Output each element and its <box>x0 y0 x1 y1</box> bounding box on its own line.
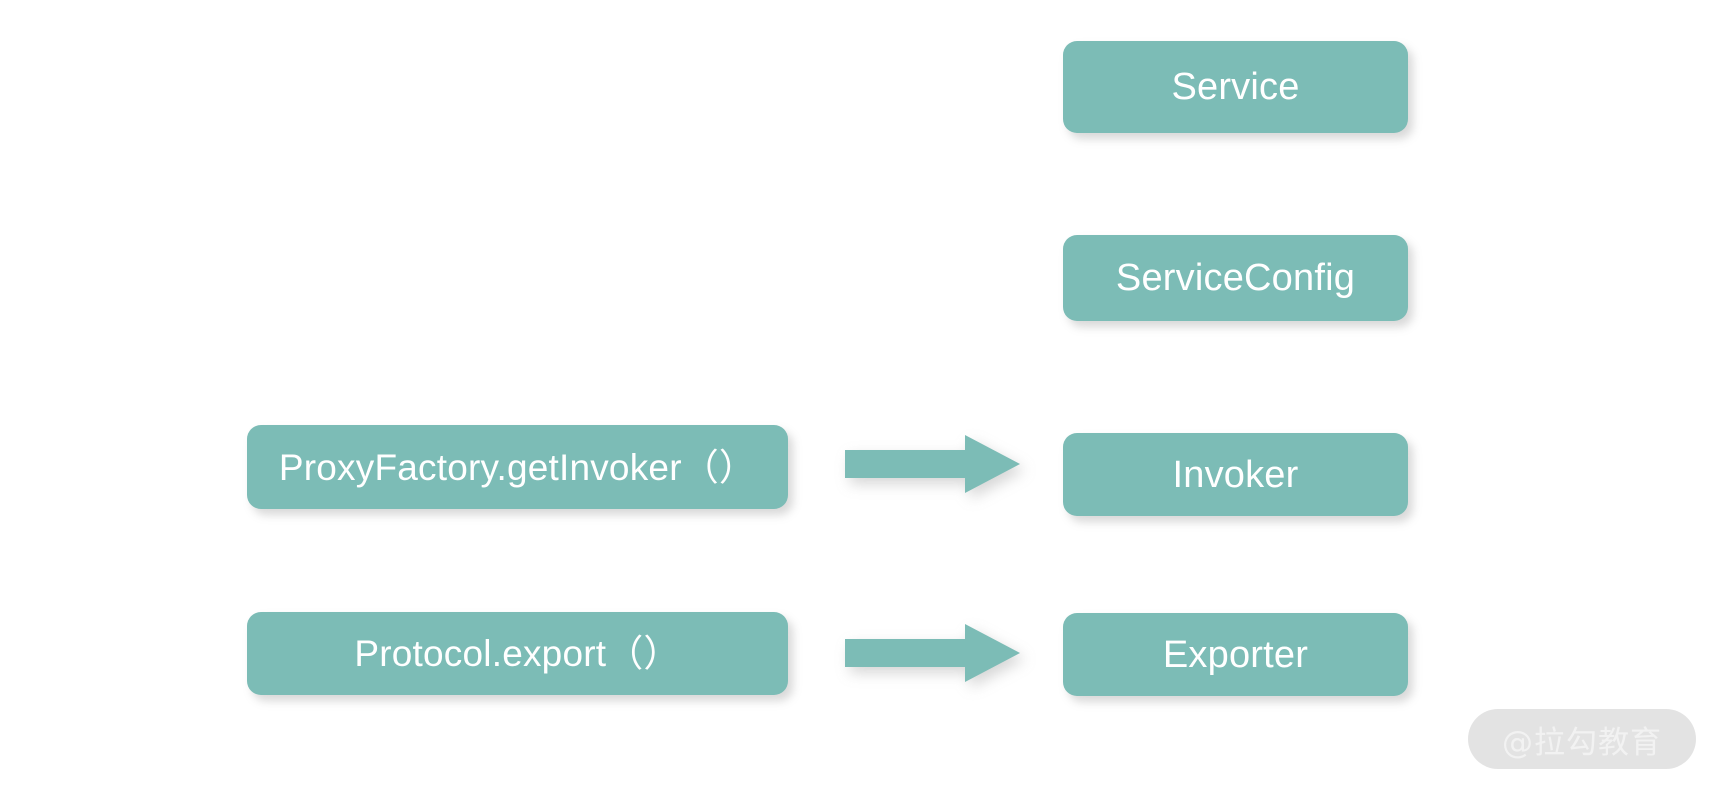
watermark-text: @拉勾教育 <box>1502 724 1662 761</box>
node-invoker[interactable]: Invoker <box>1063 433 1408 516</box>
node-proxyfactory-getinvoker[interactable]: ProxyFactory.getInvoker（） <box>247 425 788 509</box>
node-exporter[interactable]: Exporter <box>1063 613 1408 696</box>
node-service[interactable]: Service <box>1063 41 1408 133</box>
node-proxyfactory-getinvoker-label: ProxyFactory.getInvoker（） <box>278 446 757 488</box>
node-service-label: Service <box>1171 66 1300 108</box>
arrow-right-icon-export <box>845 622 1020 684</box>
arrow-right-icon-get-invoker <box>845 433 1020 495</box>
node-service-config-label: ServiceConfig <box>1115 257 1356 299</box>
node-invoker-label: Invoker <box>1172 453 1299 496</box>
node-protocol-export-label: Protocol.export（） <box>354 633 681 674</box>
node-exporter-label: Exporter <box>1162 633 1309 676</box>
node-protocol-export[interactable]: Protocol.export（） <box>247 612 788 695</box>
watermark-badge: @拉勾教育 <box>1468 709 1696 769</box>
node-service-config[interactable]: ServiceConfig <box>1063 235 1408 321</box>
